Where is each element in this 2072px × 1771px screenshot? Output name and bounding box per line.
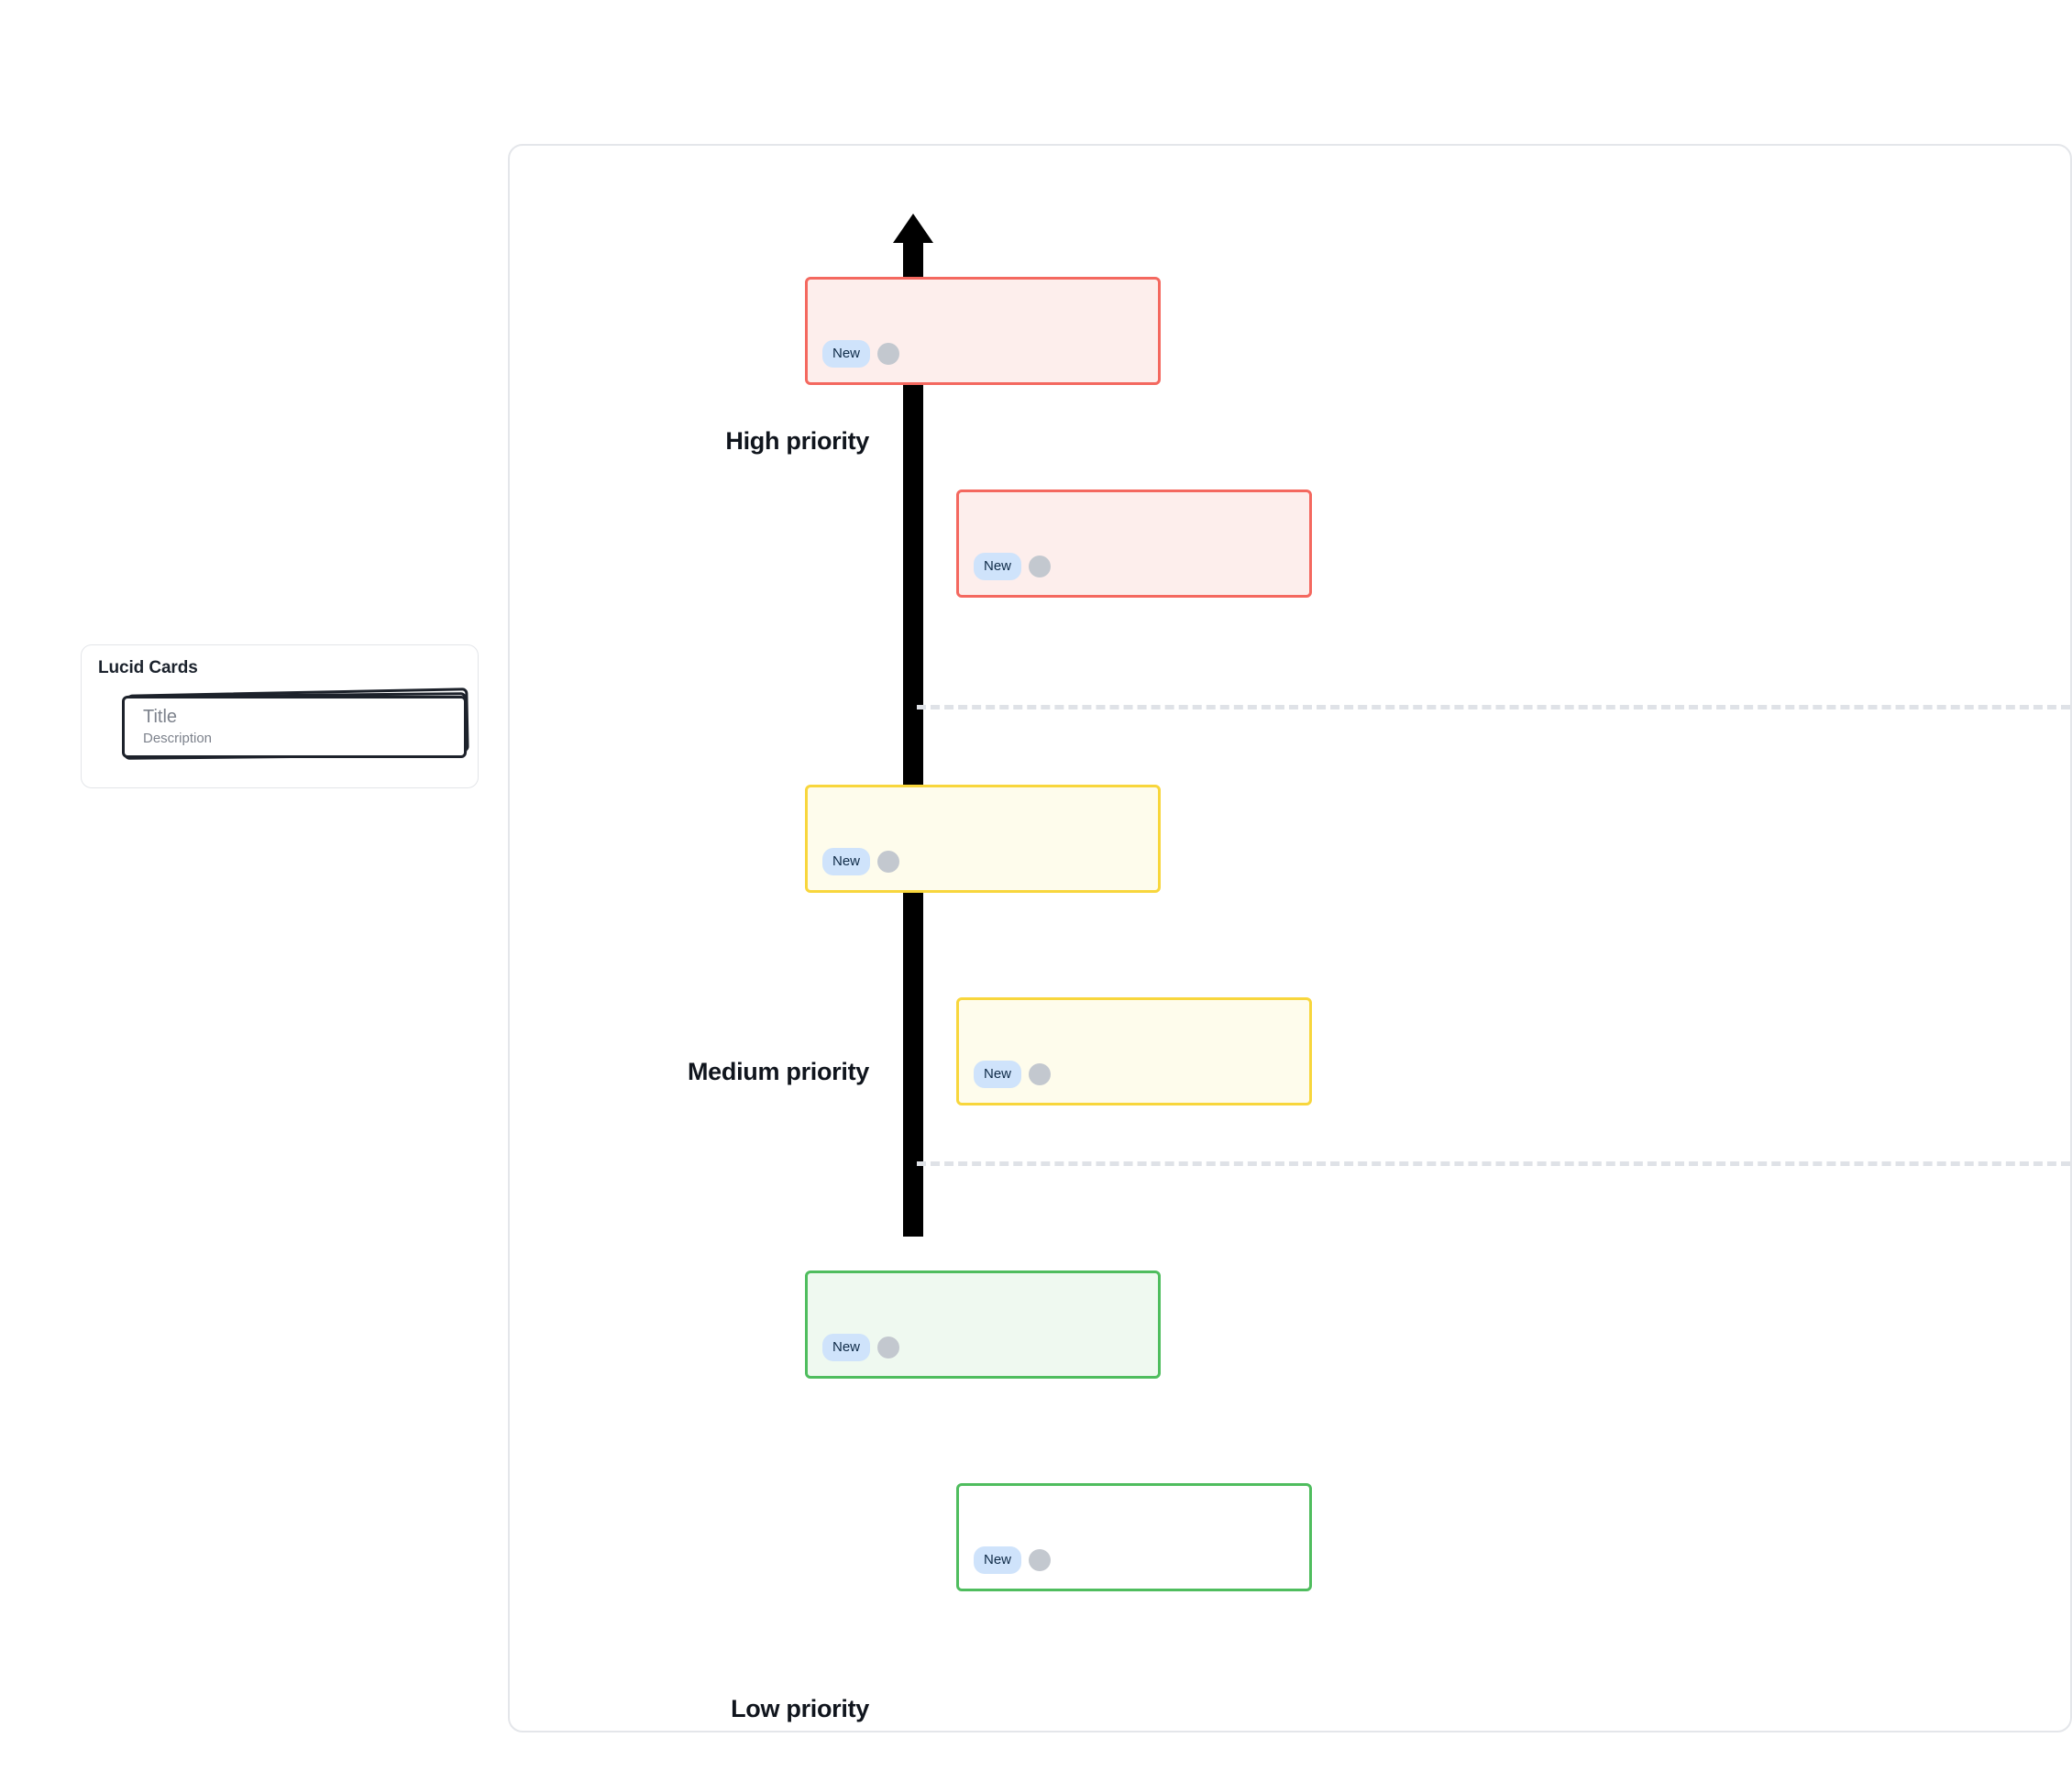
priority-label-high: High priority [725, 427, 869, 455]
avatar[interactable] [877, 343, 900, 365]
lucid-cards-panel: Lucid Cards Title Description [81, 644, 479, 788]
status-badge[interactable]: New [822, 340, 871, 368]
priority-label-medium: Medium priority [687, 1058, 869, 1085]
tool-palette: Import from airfocus Import Jira work it… [0, 0, 495, 1771]
priority-divider-medium-low [917, 1161, 2070, 1166]
note-badges: New [974, 1546, 1052, 1574]
card-description-placeholder: Description [143, 731, 213, 746]
sticky-note[interactable]: New [956, 490, 1312, 598]
priority-arrow-up-icon [889, 212, 937, 1238]
sticky-note[interactable]: New [805, 1270, 1161, 1379]
lucid-card-shape[interactable]: Title Description [120, 688, 469, 763]
note-badges: New [822, 340, 900, 368]
sticky-note[interactable]: New [956, 997, 1312, 1106]
avatar[interactable] [1029, 556, 1052, 578]
avatar[interactable] [1029, 1063, 1052, 1085]
status-badge[interactable]: New [974, 553, 1022, 580]
sticky-note[interactable]: New [805, 277, 1161, 385]
card-title-placeholder: Title [143, 707, 178, 727]
sticky-note[interactable]: New [805, 785, 1161, 893]
lucid-cards-title: Lucid Cards [98, 658, 198, 677]
board-canvas[interactable]: High priority Medium priority Low priori… [508, 144, 2072, 1732]
priority-divider-high-medium [917, 705, 2070, 710]
status-badge[interactable]: New [822, 1334, 871, 1361]
status-badge[interactable]: New [822, 848, 871, 875]
note-badges: New [974, 553, 1052, 580]
avatar[interactable] [1029, 1549, 1052, 1571]
sticky-note[interactable]: New [956, 1483, 1312, 1591]
avatar[interactable] [877, 1336, 900, 1358]
avatar[interactable] [877, 851, 900, 873]
note-badges: New [974, 1061, 1052, 1088]
priority-label-low: Low priority [731, 1695, 869, 1722]
card-sheet-front[interactable]: Title Description [122, 696, 467, 758]
status-badge[interactable]: New [974, 1546, 1022, 1574]
note-badges: New [822, 1334, 900, 1361]
status-badge[interactable]: New [974, 1061, 1022, 1088]
note-badges: New [822, 848, 900, 875]
